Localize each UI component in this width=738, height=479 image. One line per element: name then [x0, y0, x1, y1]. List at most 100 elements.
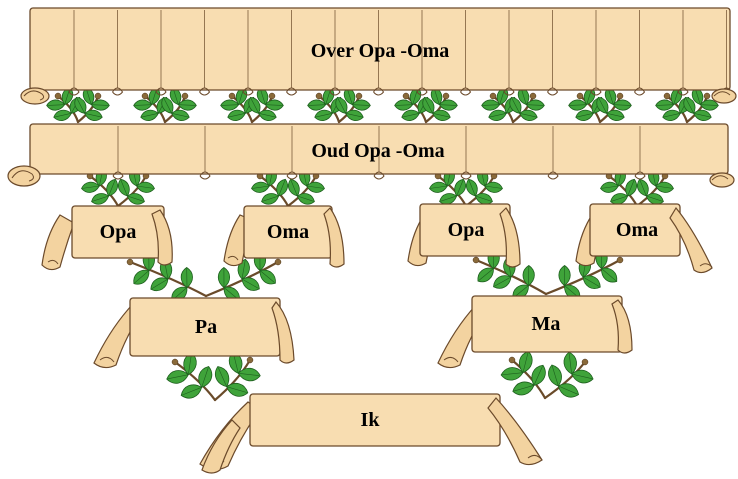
vine-bud	[442, 92, 450, 100]
scroll-panel-curl	[199, 171, 211, 180]
leaf	[166, 370, 189, 384]
vine-bud	[576, 92, 584, 100]
leaf	[136, 181, 155, 193]
vine-bud	[616, 92, 624, 100]
leaf	[699, 99, 719, 111]
leaf	[217, 267, 231, 289]
leaf	[306, 181, 325, 193]
leaf	[226, 382, 249, 397]
label-grandparent-ancestors: Oud Opa -Oma	[311, 140, 444, 162]
leaf	[314, 109, 333, 121]
scroll-panel-curl	[416, 87, 428, 96]
leaf	[488, 109, 507, 121]
scroll-dividers-row2	[112, 126, 646, 180]
leaf	[322, 87, 335, 106]
scroll-mother: Ma	[437, 295, 633, 369]
leaf	[568, 99, 588, 111]
leaf	[276, 178, 288, 197]
label-father: Pa	[195, 316, 217, 338]
leaf	[600, 181, 619, 193]
leaf	[81, 181, 100, 193]
leaf	[693, 109, 712, 121]
vine-bud	[315, 92, 323, 100]
leaf	[91, 193, 110, 205]
scroll-panel-curl	[373, 87, 385, 96]
leaf	[288, 178, 300, 197]
vine-bud	[228, 92, 236, 100]
leaf	[180, 267, 193, 289]
leaf	[394, 99, 414, 111]
leaf	[601, 267, 618, 283]
leaf	[264, 99, 284, 111]
vine-branch	[474, 258, 548, 296]
scroll-dividers-row1	[68, 10, 733, 96]
leaf	[74, 96, 87, 114]
vine-bud	[402, 92, 410, 100]
vine-bud	[703, 92, 711, 100]
scroll-panel-curl	[634, 171, 646, 180]
leaf	[126, 193, 145, 205]
leaf	[484, 181, 503, 193]
leaf	[522, 265, 535, 287]
leaf	[220, 99, 240, 111]
vine-bud	[616, 256, 624, 264]
vine-bud	[581, 358, 589, 366]
leaf	[133, 269, 150, 285]
leaf	[625, 178, 637, 197]
leaf	[215, 366, 230, 388]
scroll-grandparent-3: Opa	[407, 203, 521, 268]
label-grandparent-2: Oma	[267, 221, 309, 243]
label-grandparent-1: Opa	[100, 221, 137, 243]
leaf	[259, 269, 276, 285]
leaf	[548, 364, 562, 387]
leaf	[662, 109, 681, 121]
label-grandparent-4: Oma	[616, 219, 658, 241]
vine-bud	[94, 92, 102, 100]
leaf	[477, 267, 494, 283]
vine-branch	[128, 260, 208, 298]
leaf	[180, 384, 203, 399]
scroll-panel-curl	[373, 171, 385, 180]
leaf	[606, 109, 625, 121]
leaf	[612, 99, 632, 111]
leaf	[198, 366, 213, 388]
leaf	[512, 381, 535, 396]
scroll-panel-curl	[547, 87, 559, 96]
label-great-grandparents: Over Opa -Oma	[311, 40, 450, 62]
leaf	[248, 96, 261, 114]
leaf	[82, 87, 95, 106]
scroll-self: Ik	[199, 393, 543, 474]
label-grandparent-3: Opa	[448, 219, 485, 241]
vine-bud	[529, 92, 537, 100]
leaf	[422, 96, 435, 114]
scroll-panel-curl	[112, 87, 124, 96]
vine-bud	[489, 92, 497, 100]
scroll-panel-curl	[460, 87, 472, 96]
scroll-grandparent-4: Oma	[575, 203, 713, 274]
scroll-panel-curl	[329, 87, 341, 96]
leaf	[401, 109, 420, 121]
vine-bud	[274, 258, 282, 266]
leaf	[150, 277, 169, 292]
leaf	[61, 87, 74, 106]
leaf	[493, 275, 512, 289]
leaf	[90, 99, 110, 111]
scroll-grandparent-1: Opa	[41, 205, 173, 271]
scroll-grandparent-ancestors: Oud Opa -Oma	[7, 123, 735, 188]
leaf	[481, 99, 501, 111]
vine-bud	[141, 92, 149, 100]
leaf	[571, 369, 594, 384]
leaf	[307, 99, 327, 111]
vine-bud	[355, 92, 363, 100]
leaf	[610, 193, 629, 205]
leaf	[525, 99, 545, 111]
leaf	[683, 96, 696, 114]
scroll-panel-curl	[634, 87, 646, 96]
scroll-panel-curl	[677, 87, 689, 96]
leaf	[161, 96, 174, 114]
leaf	[251, 181, 270, 193]
leaf	[237, 367, 261, 382]
leaf	[345, 109, 364, 121]
leaf	[655, 181, 674, 193]
leaf	[177, 99, 197, 111]
